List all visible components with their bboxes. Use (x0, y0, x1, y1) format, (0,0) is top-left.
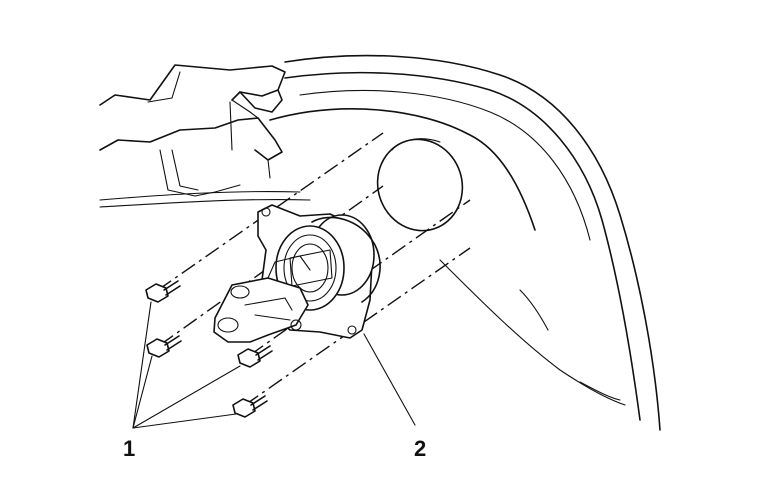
bolt-1 (145, 280, 181, 303)
callout-2-label: 2 (414, 436, 427, 461)
bolt-3 (237, 345, 273, 368)
panel-opening (376, 138, 464, 232)
mount-arm (213, 255, 311, 343)
bolt-2 (146, 335, 182, 358)
frame-panel (99, 54, 661, 431)
bolt-4 (232, 395, 268, 418)
callout-1-label: 1 (123, 436, 136, 461)
leader-lines (132, 301, 416, 429)
upper-bracket (99, 64, 286, 197)
